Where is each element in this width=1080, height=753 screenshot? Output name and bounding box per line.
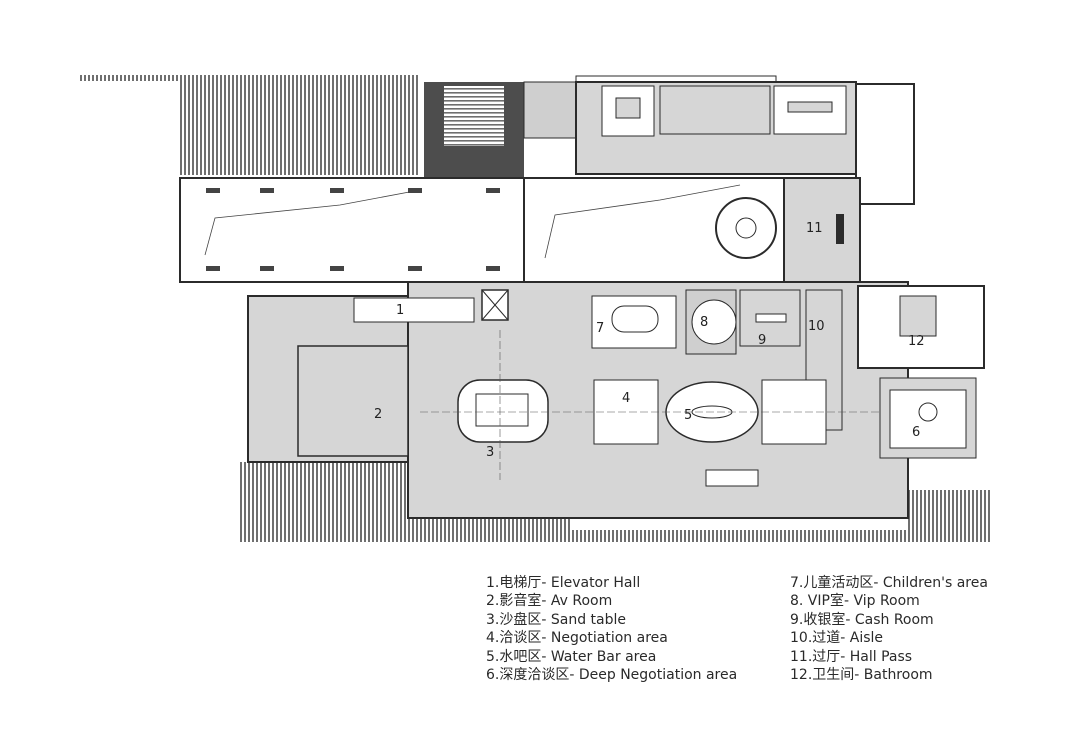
legend-item-9: 9.收银室- Cash Room: [790, 611, 934, 628]
room-number-8: 8: [700, 315, 708, 330]
legend-item-3: 3.沙盘区- Sand table: [486, 611, 626, 628]
room-number-7: 7: [596, 321, 604, 336]
floor-plan: 1 2 3 4 5 6 7 8 9 10 11 12: [78, 75, 990, 542]
legend-right-column: 7.儿童活动区- Children's area 8. VIP室- Vip Ro…: [790, 574, 988, 684]
dark-rooms: [424, 81, 577, 180]
legend-item-7: 7.儿童活动区- Children's area: [790, 575, 988, 591]
office-wing: [575, 75, 915, 205]
legend-item-6: 6.深度洽谈区- Deep Negotiation area: [486, 667, 738, 684]
main-floor: [247, 281, 985, 519]
room-number-10: 10: [808, 319, 825, 334]
corridor: [179, 177, 861, 283]
room-number-3: 3: [486, 445, 494, 460]
room-number-11: 11: [806, 221, 823, 236]
legend-item-5: 5.水吧区- Water Bar area: [486, 648, 657, 665]
room-number-12: 12: [908, 334, 925, 349]
room-number-1: 1: [396, 303, 404, 318]
legend-item-8: 8. VIP室- Vip Room: [790, 593, 920, 610]
legend-left-column: 1.电梯厅- Elevator Hall 2.影音室- Av Room 3.沙盘…: [486, 574, 737, 684]
legend-item-10: 10.过道- Aisle: [790, 630, 884, 647]
room-number-labels: 1 2 3 4 5 6 7 8 9 10 11 12: [374, 221, 925, 460]
room-number-4: 4: [622, 391, 630, 406]
legend-item-4: 4.洽谈区- Negotiation area: [486, 630, 668, 647]
room-number-6: 6: [912, 425, 920, 440]
room-number-2: 2: [374, 407, 382, 422]
legend-item-11: 11.过厅- Hall Pass: [790, 648, 913, 665]
legend-item-12: 12.卫生间- Bathroom: [790, 667, 933, 684]
legend-item-1: 1.电梯厅- Elevator Hall: [486, 575, 641, 591]
room-number-9: 9: [758, 333, 766, 348]
room-number-5: 5: [684, 408, 692, 423]
legend-item-2: 2.影音室- Av Room: [486, 593, 613, 610]
